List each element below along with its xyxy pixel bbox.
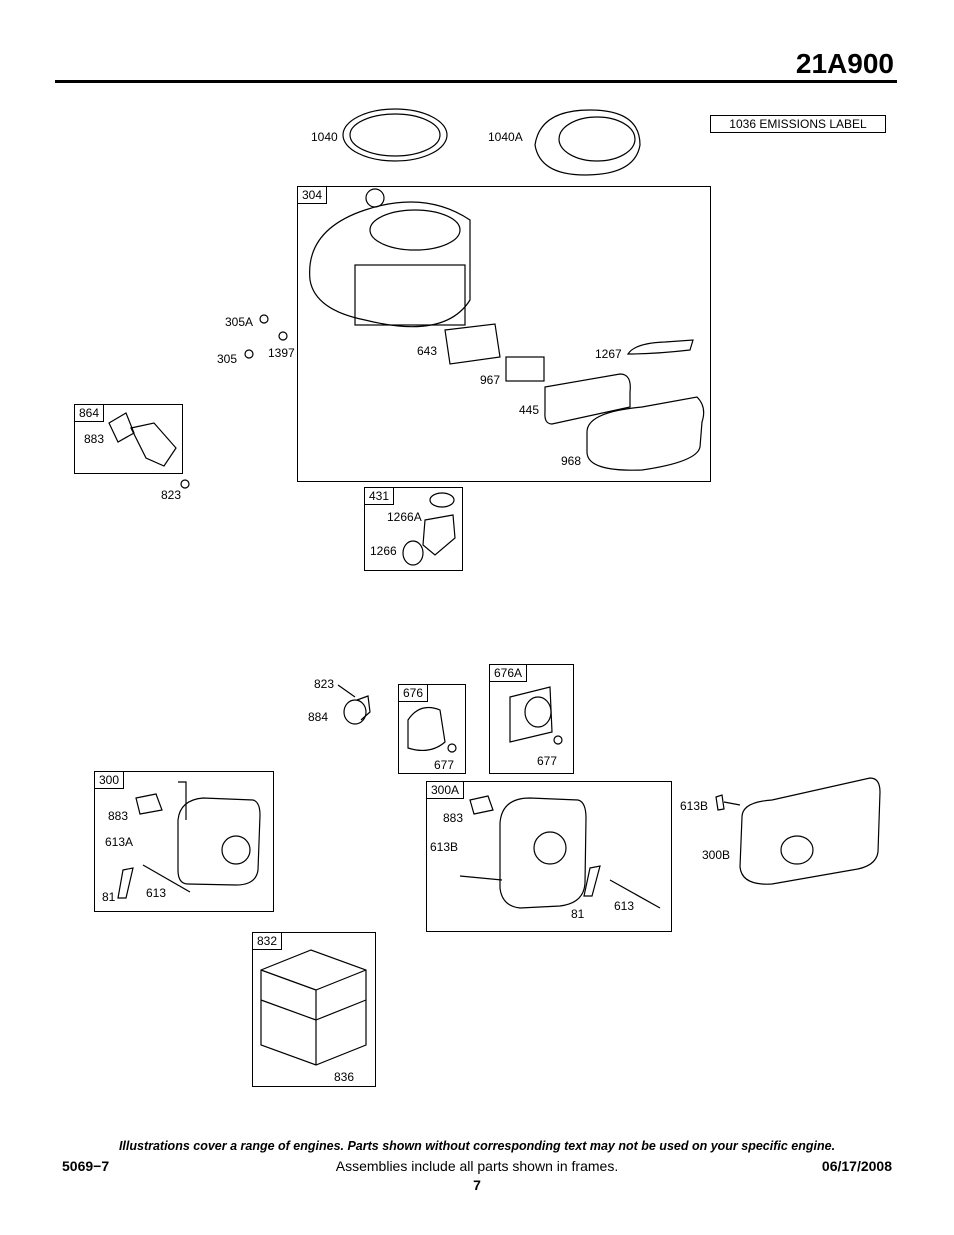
screw-823-icon <box>180 479 190 489</box>
frame-tag-300a: 300A <box>426 781 465 799</box>
deflector-676-illustration <box>407 707 457 753</box>
screw-305a-icon <box>259 314 269 324</box>
ring-1040a-illustration <box>534 109 641 176</box>
panel-445-illustration <box>544 373 631 425</box>
part-label-613a: 613A <box>105 835 134 849</box>
part-label-1266a: 1266A <box>387 510 422 524</box>
fitting-884-illustration <box>337 684 371 725</box>
frame-tag-676: 676 <box>398 684 429 702</box>
muffler-300a-illustration <box>459 795 661 909</box>
part-label-1267: 1267 <box>595 347 622 361</box>
part-label-883-300a: 883 <box>443 811 464 825</box>
part-label-677-676: 677 <box>434 758 455 772</box>
decal-967-illustration <box>505 356 545 382</box>
frame-tag-304: 304 <box>297 186 328 204</box>
frame-tag-676a: 676A <box>489 664 528 682</box>
model-title: 21A900 <box>795 48 894 79</box>
frame-tag-300: 300 <box>94 771 125 789</box>
part-label-1266: 1266 <box>370 544 397 558</box>
frame-832: 832 <box>252 932 376 1087</box>
header-rule <box>55 80 897 83</box>
muffler-300b-illustration <box>715 777 881 885</box>
elbow-864-illustration <box>108 412 177 467</box>
part-label-81-300: 81 <box>102 890 116 904</box>
frame-tag-832: 832 <box>252 932 283 950</box>
part-label-967: 967 <box>480 373 501 387</box>
part-label-1040: 1040 <box>311 130 338 144</box>
part-label-677-676a: 677 <box>537 754 558 768</box>
frame-tag-431: 431 <box>364 487 395 505</box>
part-label-613b-300a: 613B <box>430 840 459 854</box>
ring-1040-illustration <box>342 108 448 162</box>
frame-300a: 300A <box>426 781 672 932</box>
frame-304: 304 <box>297 186 711 482</box>
blower-housing-illustration <box>309 188 471 328</box>
part-label-836: 836 <box>334 1070 355 1084</box>
frame-676: 676 <box>398 684 466 774</box>
part-label-613b: 613B <box>680 799 709 813</box>
nut-1397-icon <box>278 331 288 341</box>
footer-disclaimer: Illustrations cover a range of engines. … <box>118 1139 836 1153</box>
page-number: 7 <box>473 1177 481 1193</box>
frame-431: 431 <box>364 487 463 571</box>
frame-300: 300 <box>94 771 274 912</box>
muffler-300-illustration <box>117 781 261 899</box>
part-label-1397: 1397 <box>268 346 295 360</box>
part-label-300b: 300B <box>702 848 731 862</box>
screw-305-icon <box>244 349 254 359</box>
deflector-676a-illustration <box>509 686 563 745</box>
guard-832-illustration <box>260 949 367 1066</box>
part-label-823-864: 823 <box>161 488 182 502</box>
part-label-613-300a: 613 <box>614 899 635 913</box>
bracket-643-illustration <box>444 323 501 365</box>
part-label-883-864: 883 <box>84 432 105 446</box>
part-label-643: 643 <box>417 344 438 358</box>
frame-864: 864 <box>74 404 183 474</box>
part-label-81-300a: 81 <box>571 907 585 921</box>
frame-tag-864: 864 <box>74 404 105 422</box>
part-label-823-884: 823 <box>314 677 335 691</box>
part-label-613-300: 613 <box>146 886 167 900</box>
adapter-431-illustration <box>402 492 456 566</box>
part-label-968: 968 <box>561 454 582 468</box>
part-label-884: 884 <box>308 710 329 724</box>
frame-676a: 676A <box>489 664 574 774</box>
part-label-883-300: 883 <box>108 809 129 823</box>
doc-number: 5069−7 <box>62 1158 110 1174</box>
assemblies-note: Assemblies include all parts shown in fr… <box>335 1158 619 1174</box>
trim-1267-illustration <box>626 339 694 355</box>
cover-968-illustration <box>586 396 705 471</box>
emissions-label-box: 1036 EMISSIONS LABEL <box>710 115 886 133</box>
part-label-305: 305 <box>217 352 238 366</box>
part-label-445: 445 <box>519 403 540 417</box>
part-label-305a: 305A <box>225 315 254 329</box>
part-label-1040a: 1040A <box>488 130 523 144</box>
doc-date: 06/17/2008 <box>821 1158 892 1174</box>
